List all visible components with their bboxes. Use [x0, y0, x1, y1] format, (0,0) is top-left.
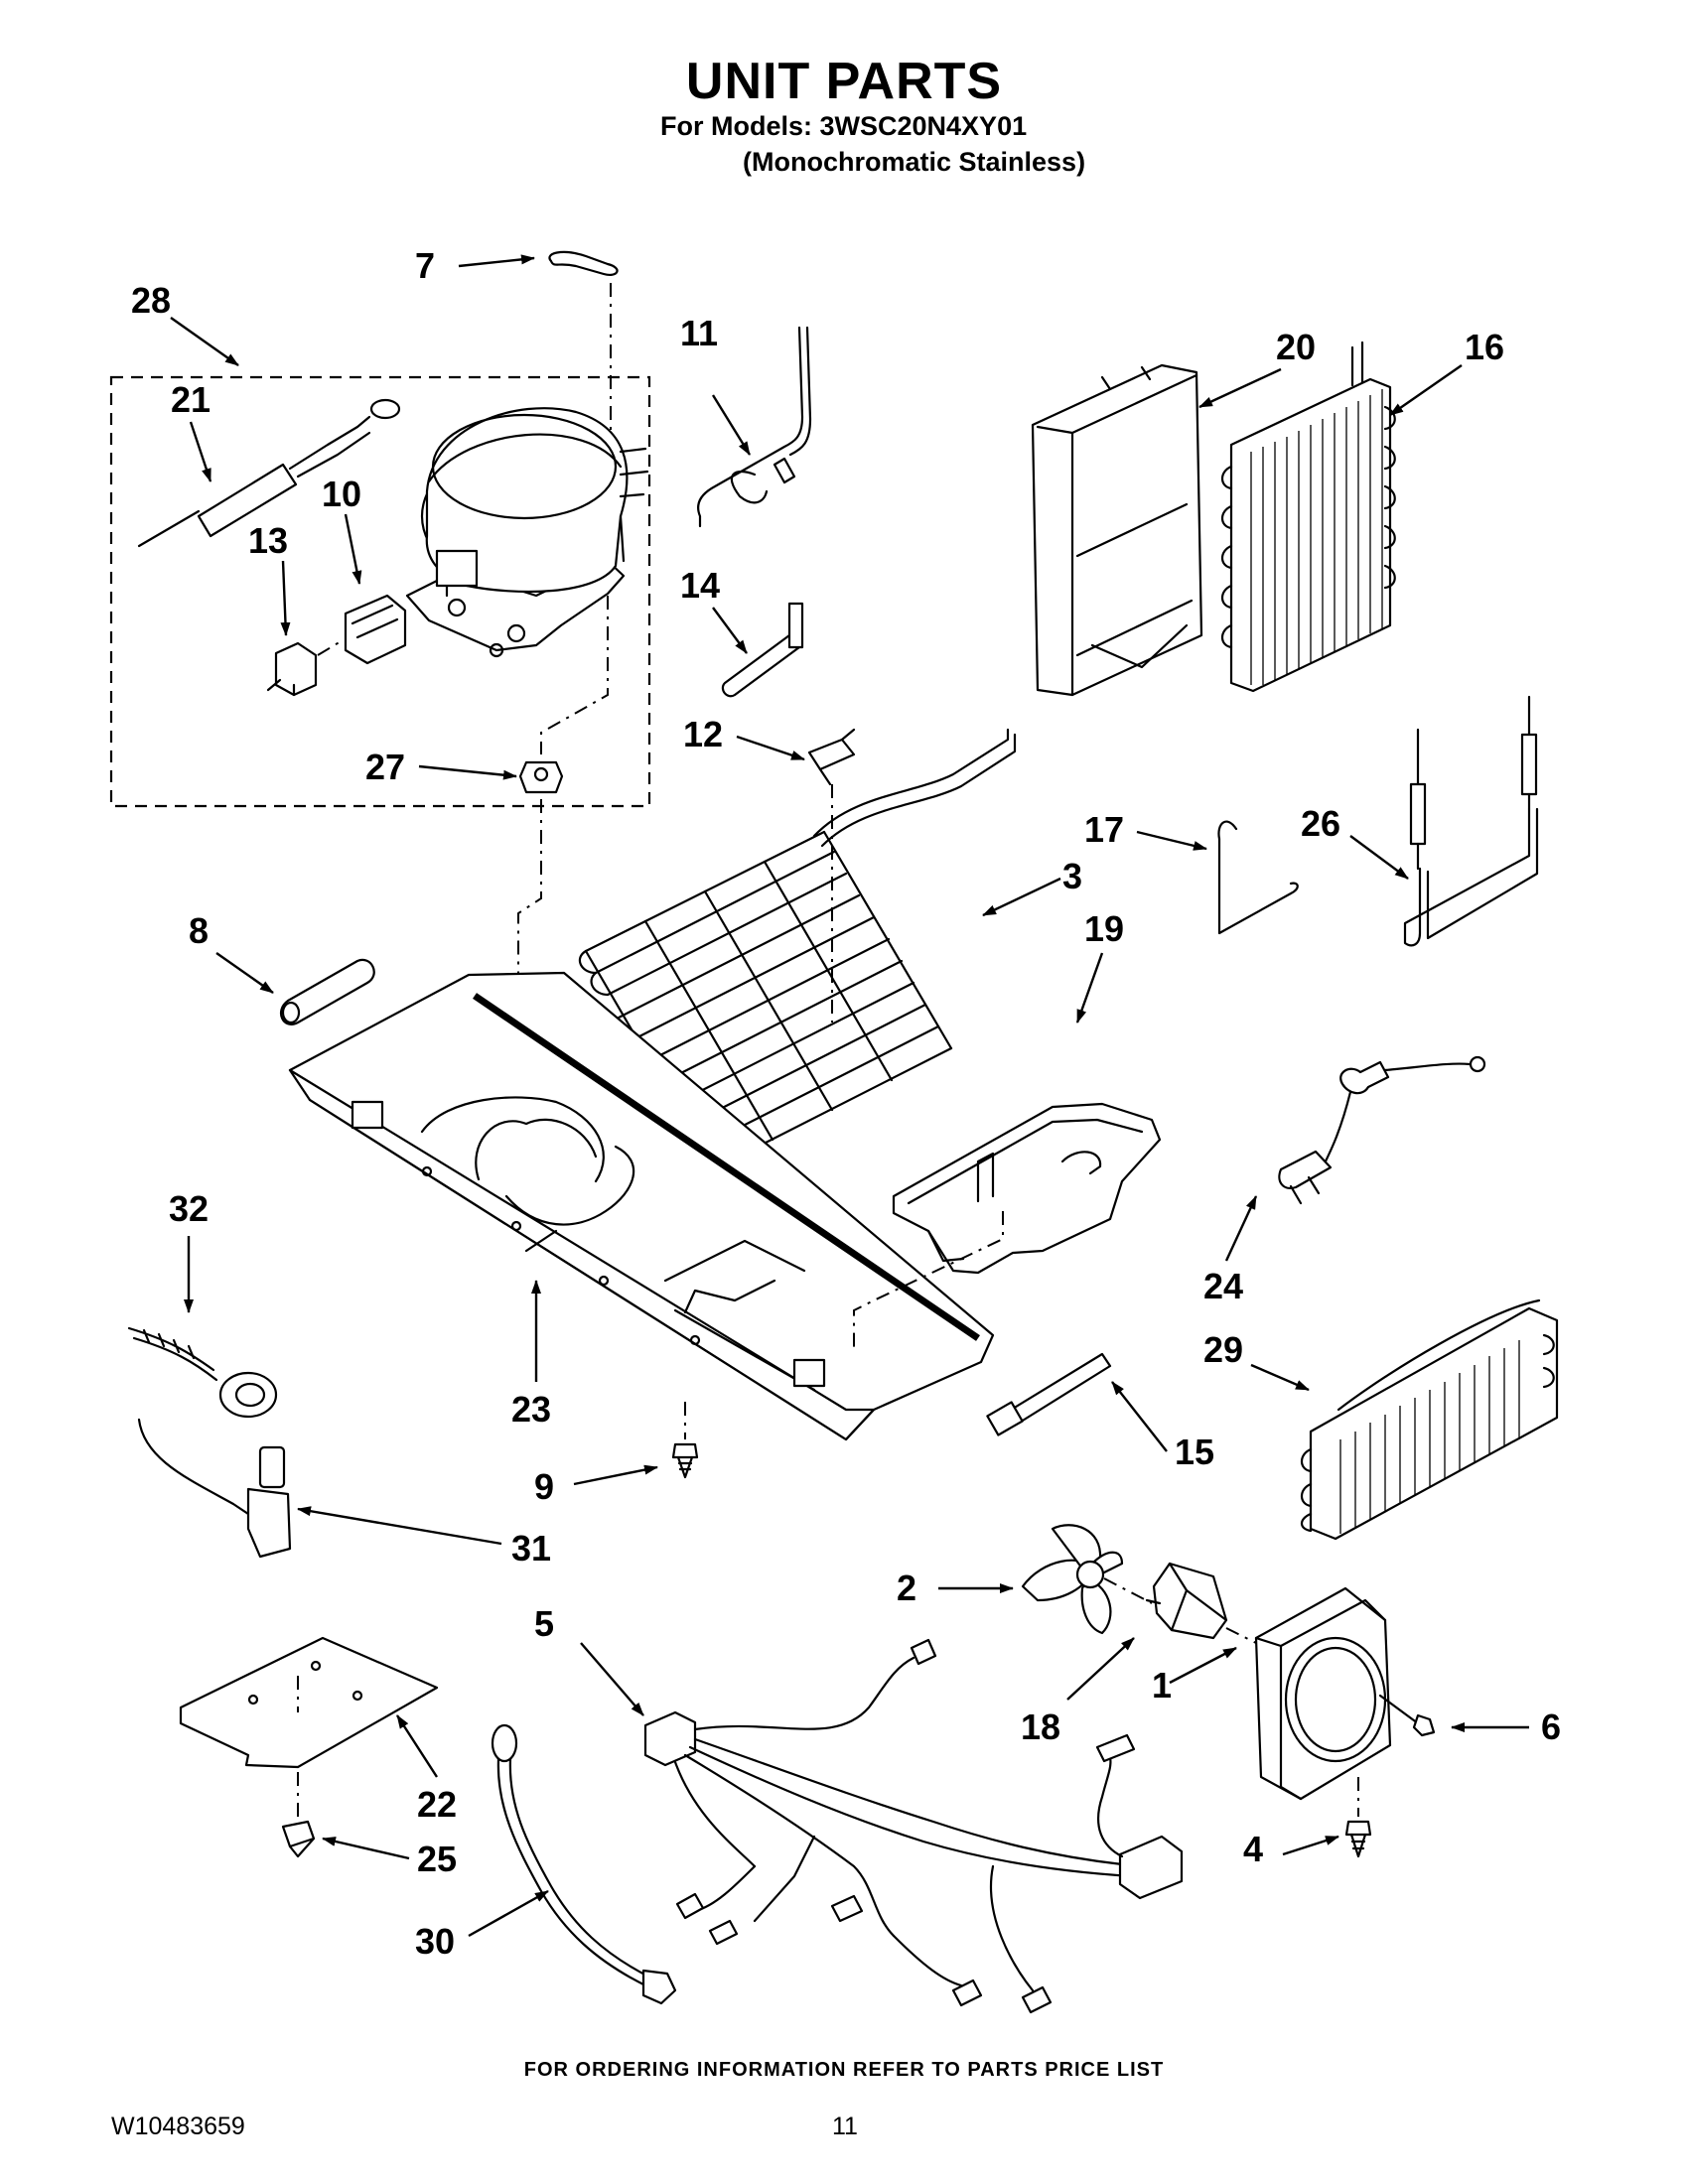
ordering-note: FOR ORDERING INFORMATION REFER TO PARTS … — [523, 2059, 1165, 2081]
part-18-fan-motor — [1145, 1562, 1228, 1640]
callout-23: 23 — [511, 1389, 551, 1430]
callout-27: 27 — [365, 747, 405, 787]
heater-strip — [473, 993, 980, 1341]
callout-20: 20 — [1276, 327, 1316, 367]
callout-24: 24 — [1203, 1266, 1243, 1306]
part-21-drier — [137, 398, 401, 548]
models-subtitle: (Monochromatic Stainless) — [743, 147, 1086, 177]
part-8-tube — [279, 958, 375, 1025]
compressor-assembly-box — [109, 375, 651, 808]
part-10-relay — [344, 594, 407, 665]
part-17-clip — [1217, 820, 1299, 935]
part-2-fan-blade — [1021, 1524, 1124, 1635]
models-line: For Models: 3WSC20N4XY01 — [660, 111, 1028, 141]
callout-8: 8 — [189, 910, 209, 951]
compressor — [405, 407, 649, 658]
callout-28: 28 — [131, 280, 171, 321]
part-19-drain-pan — [892, 1102, 1162, 1275]
callout-18: 18 — [1021, 1706, 1060, 1747]
callout-5: 5 — [534, 1603, 554, 1644]
callout-12: 12 — [683, 714, 723, 754]
part-29-condenser — [1300, 1298, 1559, 1541]
callout-1: 1 — [1152, 1665, 1172, 1706]
callout-7: 7 — [415, 245, 435, 286]
part-9-screw — [671, 1442, 699, 1479]
callout-32: 32 — [169, 1188, 209, 1229]
part-25-clip — [281, 1820, 316, 1858]
callout-31: 31 — [511, 1528, 551, 1569]
part-15-cable-tie — [986, 1352, 1112, 1436]
part-5-harness — [643, 1638, 1184, 2014]
callout-4: 4 — [1243, 1829, 1263, 1869]
callout-25: 25 — [417, 1839, 457, 1879]
part-30-sensor — [491, 1723, 677, 2005]
part-23-frame — [288, 971, 995, 1441]
callout-9: 9 — [534, 1466, 554, 1507]
part-11-tube — [697, 326, 812, 528]
callout-21: 21 — [171, 379, 211, 420]
callout-19: 19 — [1084, 908, 1124, 949]
callout-26: 26 — [1301, 803, 1340, 844]
callout-16: 16 — [1465, 327, 1504, 367]
callout-14: 14 — [680, 565, 720, 606]
part-27-grommet — [518, 760, 564, 794]
part-1-shroud — [1254, 1586, 1392, 1801]
callout-3: 3 — [1062, 856, 1082, 896]
part-22-plate — [179, 1636, 439, 1769]
page-number: 11 — [832, 2113, 858, 2140]
part-12-clip — [807, 728, 856, 786]
callout-30: 30 — [415, 1921, 455, 1962]
page-title: UNIT PARTS — [685, 53, 1003, 110]
callout-10: 10 — [322, 474, 361, 514]
part-4-screw — [1344, 1820, 1372, 1858]
part-13-clip — [266, 641, 318, 697]
part-7-bracket — [548, 250, 619, 276]
part-31-thermistor — [137, 1418, 292, 1559]
part-6-screw — [1378, 1694, 1436, 1737]
callout-17: 17 — [1084, 809, 1124, 850]
part-24-cord — [1278, 1055, 1486, 1205]
callout-15: 15 — [1175, 1432, 1214, 1472]
leader-arrows — [170, 254, 1529, 1938]
part-20-cover — [1031, 363, 1203, 697]
part-26-tube — [1403, 695, 1539, 947]
callout-13: 13 — [248, 520, 288, 561]
part-14-tube — [721, 602, 804, 698]
callout-11: 11 — [680, 313, 718, 353]
callout-2: 2 — [897, 1568, 916, 1608]
part-16-evaporator — [1220, 341, 1396, 693]
callout-6: 6 — [1541, 1706, 1561, 1747]
part-32-thermostat — [127, 1326, 278, 1419]
document-number: W10483659 — [111, 2113, 245, 2140]
callout-29: 29 — [1203, 1329, 1243, 1370]
callout-22: 22 — [417, 1784, 457, 1825]
